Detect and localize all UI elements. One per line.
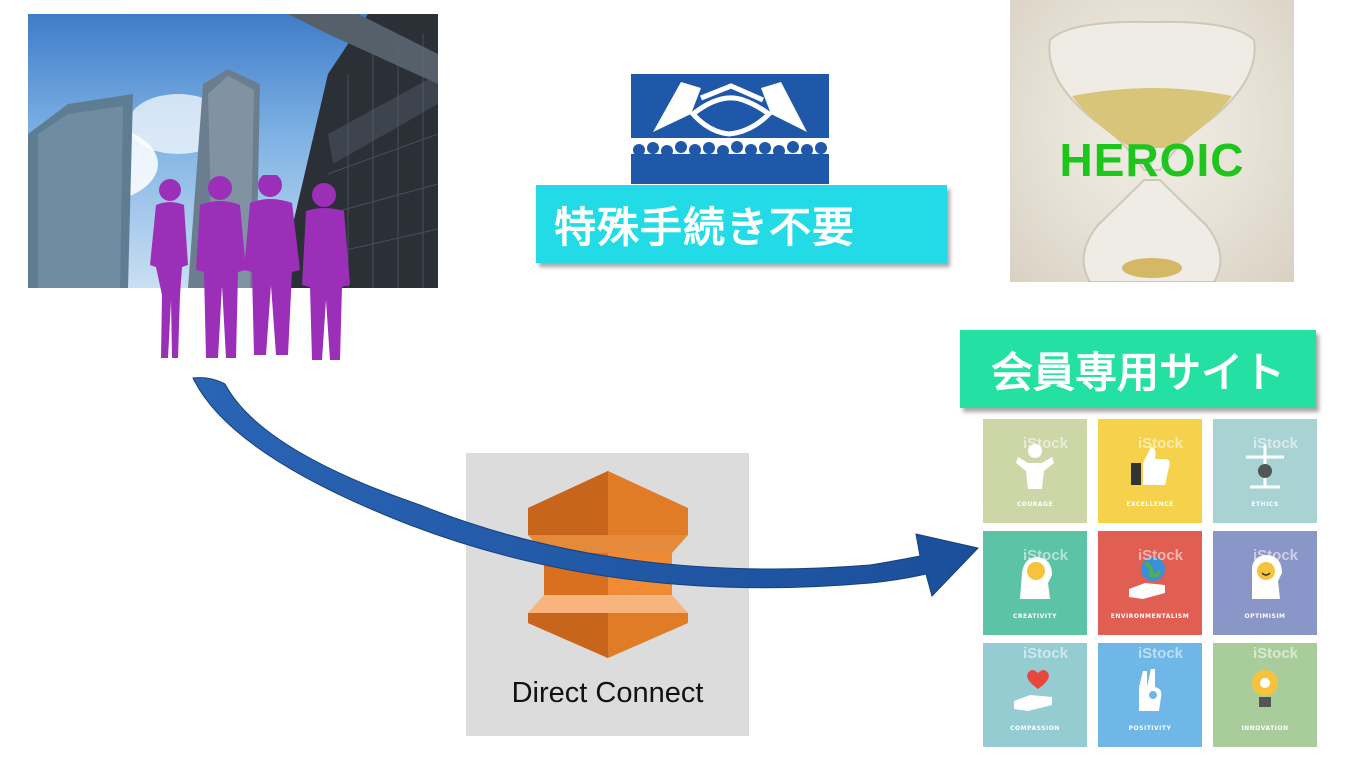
direct-connect-card: Direct Connect xyxy=(466,453,749,736)
watermark-text: iStock xyxy=(1138,435,1184,452)
no-special-procedure-banner: 特殊手続き不要 xyxy=(536,185,947,263)
value-tile-label: CREATIVITY xyxy=(1013,613,1057,620)
idea-head-icon xyxy=(1010,553,1060,603)
watermark-text: iStock xyxy=(1253,547,1299,564)
lightbulb-gear-icon xyxy=(1240,665,1290,715)
scales-icon xyxy=(1240,441,1290,491)
value-tile-label: COURAGE xyxy=(1016,501,1054,508)
direct-connect-logo-icon xyxy=(528,471,688,658)
watermark-text: iStock xyxy=(1138,547,1184,564)
value-tile-label: ENVIRONMENTALISM xyxy=(1110,613,1190,620)
thumbs-up-icon xyxy=(1125,441,1175,491)
watermark-text: iStock xyxy=(1023,435,1069,452)
ok-hand-icon xyxy=(1125,665,1175,715)
watermark-text: iStock xyxy=(1253,645,1299,662)
watermark-text: iStock xyxy=(1138,645,1184,662)
heart-in-hand-icon xyxy=(1010,665,1060,715)
direct-connect-label: Direct Connect xyxy=(511,677,704,709)
hourglass-image: HEROIC xyxy=(1010,0,1294,282)
globe-in-hand-icon xyxy=(1125,553,1175,603)
handshake-crowd-icon xyxy=(631,74,829,184)
value-tile-label: COMPASSION xyxy=(1010,725,1060,732)
heroic-text: HEROIC xyxy=(1059,134,1245,186)
smile-head-icon xyxy=(1240,553,1290,603)
banner-text: 会員専用サイト xyxy=(990,347,1285,397)
watermark-text: iStock xyxy=(1023,547,1069,564)
watermark-text: iStock xyxy=(1253,435,1299,452)
watermark-text: iStock xyxy=(1023,645,1069,662)
value-tile-label: POSITIVITY xyxy=(1128,725,1172,732)
members-site-banner: 会員専用サイト xyxy=(960,330,1316,408)
value-tile-label: EXCELLENCE xyxy=(1126,501,1174,508)
strong-person-icon xyxy=(1010,441,1060,491)
value-tile-label: INNOVATION xyxy=(1241,725,1289,732)
people-silhouettes-icon xyxy=(146,173,358,365)
banner-text: 特殊手続き不要 xyxy=(554,202,856,252)
value-tile-label: ETHICS xyxy=(1251,501,1279,508)
value-tile-label: OPTIMISIM xyxy=(1244,613,1286,620)
